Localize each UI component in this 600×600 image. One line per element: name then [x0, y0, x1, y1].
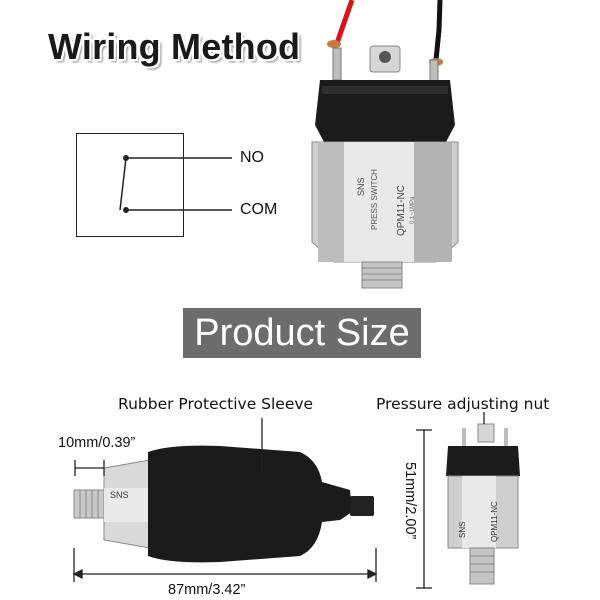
side-brand-label: SNS: [110, 490, 129, 500]
terminal-no-label: NO: [240, 149, 264, 166]
product-model-label: QPM11-NC: [396, 185, 407, 236]
wiring-diagram-box: [76, 133, 184, 237]
product-size-banner: [183, 308, 421, 358]
front-brand-label: SNS: [458, 521, 467, 538]
top-product-illustration: [311, 0, 459, 289]
product-rating-label: 0.1~1MPa: [410, 196, 416, 224]
product-brand-label: SNS: [356, 177, 366, 196]
total-length-label: 87mm/3.42”: [168, 582, 246, 598]
sleeve-callout: Rubber Protective Sleeve: [118, 395, 314, 413]
side-product-illustration: [73, 445, 374, 563]
product-type-label: PRESS SWITCH: [370, 169, 379, 230]
height-label: 51mm/2.00”: [402, 462, 418, 540]
front-product-illustration: [446, 423, 520, 585]
product-size-title: Product Size: [194, 312, 410, 354]
dimension-lines: [72, 412, 485, 589]
nut-callout: Pressure adjusting nut: [376, 395, 550, 413]
thread-length-label: 10mm/0.39”: [58, 435, 136, 451]
wiring-method-title: Wiring Method: [48, 26, 301, 67]
terminal-com-label: COM: [240, 201, 278, 218]
wiring-schematic: [119, 155, 232, 213]
front-model-label: QPM11-NC: [490, 501, 499, 542]
